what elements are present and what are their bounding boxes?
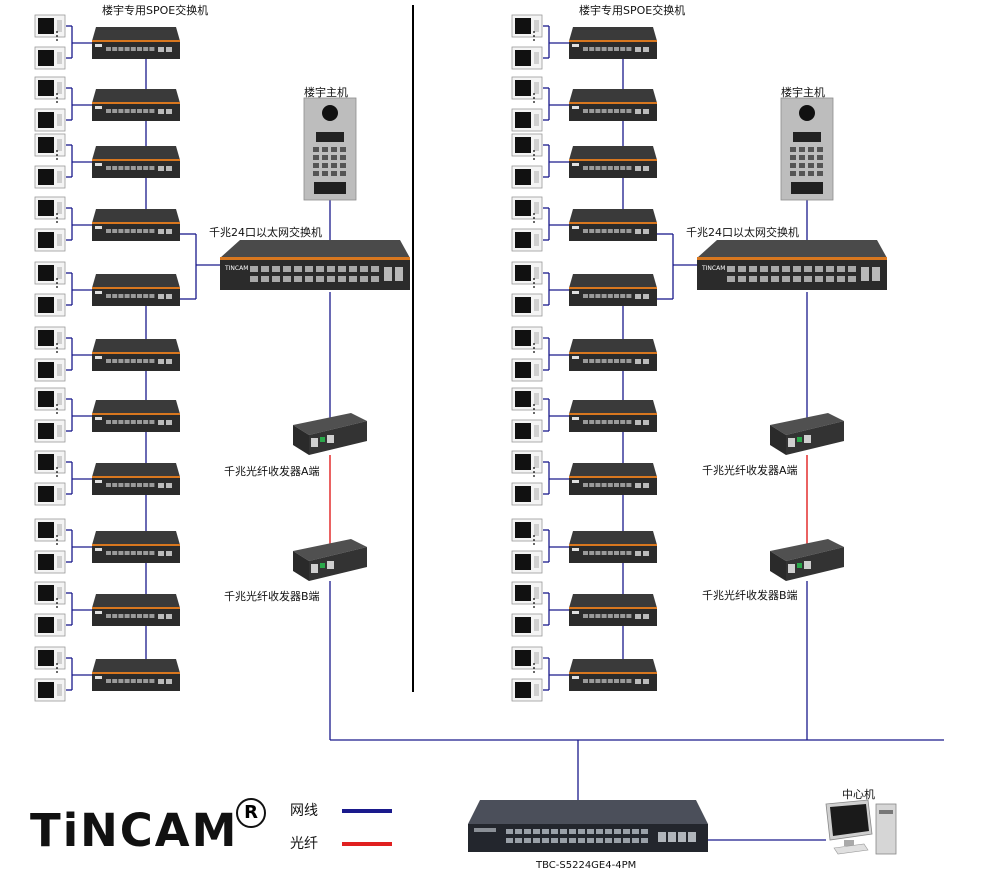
spoe-switch-right-0 <box>569 27 657 59</box>
monitor-right-8-a <box>511 518 543 542</box>
monitor-right-2-a <box>511 133 543 157</box>
switch-logo-text: TINCAM <box>701 265 725 272</box>
legend-fiber-label: 光纤 <box>290 836 318 852</box>
spoe-switch-left-9 <box>92 594 180 626</box>
spoe-switch-left-0 <box>92 27 180 59</box>
monitor-right-6-b <box>511 419 543 443</box>
monitor-right-2-b <box>511 165 543 189</box>
spoe-switch-left-1 <box>92 89 180 121</box>
wires-layer <box>66 5 944 841</box>
monitor-right-3-b <box>511 228 543 252</box>
monitor-left-2-b <box>34 165 66 189</box>
spoe-switch-left-8 <box>92 531 180 563</box>
monitor-left-10-b <box>34 678 66 702</box>
monitor-right-6-a <box>511 387 543 411</box>
spoe-switch-right-10 <box>569 659 657 691</box>
monitor-right-9-a <box>511 581 543 605</box>
gigabit-switch-left: TINCAM <box>220 240 410 290</box>
spoe-switch-right-3 <box>569 209 657 241</box>
fiber-transceiver-b-left <box>293 539 367 581</box>
central-machine-pc <box>825 799 897 855</box>
fiber-b-label-left: 千兆光纤收发器B端 <box>224 590 320 603</box>
gigabit-switch-right: TINCAM <box>697 240 887 290</box>
spoe-switch-right-4 <box>569 274 657 306</box>
spoe-switch-left-6 <box>92 400 180 432</box>
devices-layer: TINCAM TINCAM <box>34 14 897 855</box>
monitor-left-0-b <box>34 46 66 70</box>
monitor-left-5-a <box>34 326 66 350</box>
monitor-right-9-b <box>511 613 543 637</box>
gigabit-switch-label-left: 千兆24口以太网交换机 <box>209 226 322 239</box>
core-switch-model-label: TBC-S5224GE4-4PM <box>536 860 637 871</box>
gigabit-switch-label-right: 千兆24口以太网交换机 <box>686 226 799 239</box>
monitor-left-6-a <box>34 387 66 411</box>
fiber-a-label-left: 千兆光纤收发器A端 <box>224 465 320 478</box>
monitor-right-4-b <box>511 293 543 317</box>
monitor-left-2-a <box>34 133 66 157</box>
monitor-right-7-b <box>511 482 543 506</box>
spoe-switch-left-2 <box>92 146 180 178</box>
monitor-left-4-b <box>34 293 66 317</box>
monitor-left-10-a <box>34 646 66 670</box>
monitor-left-0-a <box>34 14 66 38</box>
monitor-right-1-b <box>511 108 543 132</box>
registered-mark: R <box>236 798 266 828</box>
fiber-transceiver-a-right <box>770 413 844 455</box>
building-host-left <box>303 97 357 201</box>
monitor-right-0-a <box>511 14 543 38</box>
spoe-switch-left-3 <box>92 209 180 241</box>
building-host-right <box>780 97 834 201</box>
spoe-switch-right-7 <box>569 463 657 495</box>
legend-fiber-line <box>342 842 392 846</box>
monitor-right-0-b <box>511 46 543 70</box>
spoe-switch-right-5 <box>569 339 657 371</box>
monitor-right-4-a <box>511 261 543 285</box>
monitor-left-1-b <box>34 108 66 132</box>
building-host-label-left: 楼宇主机 <box>304 86 348 99</box>
monitor-right-10-b <box>511 678 543 702</box>
monitor-left-3-b <box>34 228 66 252</box>
fiber-transceiver-b-right <box>770 539 844 581</box>
monitor-right-3-a <box>511 196 543 220</box>
fiber-a-label-right: 千兆光纤收发器A端 <box>702 464 798 477</box>
spoe-switch-right-2 <box>569 146 657 178</box>
monitor-left-6-b <box>34 419 66 443</box>
spoe-switch-label-left: 楼宇专用SPOE交换机 <box>102 4 209 17</box>
monitor-left-4-a <box>34 261 66 285</box>
spoe-switch-right-8 <box>569 531 657 563</box>
monitor-left-8-b <box>34 550 66 574</box>
monitor-right-7-a <box>511 450 543 474</box>
central-machine-label: 中心机 <box>842 788 875 801</box>
fiber-transceiver-a-left <box>293 413 367 455</box>
monitor-right-5-a <box>511 326 543 350</box>
monitor-left-8-a <box>34 518 66 542</box>
monitor-right-10-a <box>511 646 543 670</box>
spoe-switch-left-10 <box>92 659 180 691</box>
spoe-switch-label-right: 楼宇专用SPOE交换机 <box>579 4 686 17</box>
fiber-b-label-right: 千兆光纤收发器B端 <box>702 589 798 602</box>
spoe-switch-left-5 <box>92 339 180 371</box>
monitor-left-3-a <box>34 196 66 220</box>
brand-logo: TiNCAM <box>30 804 239 857</box>
core-switch <box>468 800 708 852</box>
spoe-switch-left-4 <box>92 274 180 306</box>
legend-network-label: 网线 <box>290 803 318 819</box>
switch-logo-text: TINCAM <box>224 265 248 272</box>
monitor-left-7-b <box>34 482 66 506</box>
monitor-left-5-b <box>34 358 66 382</box>
monitor-left-9-a <box>34 581 66 605</box>
monitor-left-7-a <box>34 450 66 474</box>
spoe-switch-right-9 <box>569 594 657 626</box>
monitor-left-9-b <box>34 613 66 637</box>
building-host-label-right: 楼宇主机 <box>781 86 825 99</box>
legend-network-line <box>342 809 392 813</box>
monitor-right-5-b <box>511 358 543 382</box>
monitor-right-1-a <box>511 76 543 100</box>
spoe-switch-right-1 <box>569 89 657 121</box>
monitor-left-1-a <box>34 76 66 100</box>
spoe-switch-right-6 <box>569 400 657 432</box>
spoe-switch-left-7 <box>92 463 180 495</box>
monitor-right-8-b <box>511 550 543 574</box>
